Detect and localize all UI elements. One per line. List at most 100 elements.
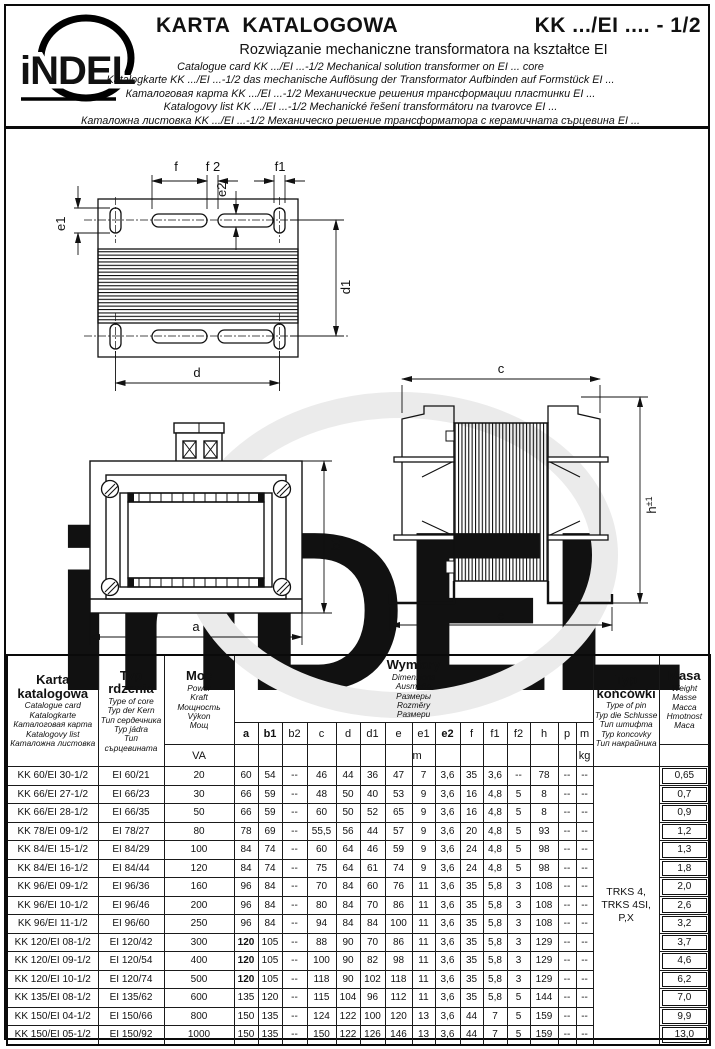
dim-col-a: a [233, 722, 259, 745]
dimension-cell: 94 [306, 914, 337, 934]
dimension-cell: 50 [335, 803, 361, 823]
mass-cell: 2,6 [658, 895, 711, 915]
dimension-cell: 55,5 [306, 821, 337, 841]
mass-value: 2,6 [661, 897, 708, 913]
power-cell: 80 [163, 821, 235, 841]
dimension-cell: 74 [257, 840, 283, 860]
dimension-cell: 159 [529, 1025, 559, 1045]
core-type-cell: EI 120/42 [97, 932, 165, 952]
dim-col-e1: e1 [411, 722, 436, 745]
text-line: Katalogovy list [26, 728, 80, 739]
dimension-cell: 84 [359, 914, 386, 934]
text-line: Power [187, 682, 211, 693]
text-line: Kraft [190, 692, 208, 703]
dimension-cell: 118 [306, 969, 337, 989]
dimension-cell: 3,6 [434, 1025, 461, 1045]
dimension-cell: 11 [411, 969, 436, 989]
catalog-number-cell: KK 150/EI 04-1/2 [6, 1006, 99, 1026]
mass-value: 4,6 [661, 953, 708, 969]
dimension-cell: -- [575, 895, 594, 915]
dim-col-d1: d1 [359, 722, 386, 745]
text-line: Catalogue card [24, 700, 81, 711]
dimension-cell: 3,6 [434, 1006, 461, 1026]
catalog-number-cell: KK 84/EI 15-1/2 [6, 840, 99, 860]
dimension-cell: 120 [233, 932, 259, 952]
dimension-cell: 5,8 [482, 877, 508, 897]
dimension-cell: 35 [459, 969, 484, 989]
dimension-cell: 84 [233, 858, 259, 878]
text-line: Каталоговая карта KK .../EI ...-1/2 Меха… [125, 87, 596, 100]
power-cell: 600 [163, 988, 235, 1008]
dimension-cell: 11 [411, 951, 436, 971]
dimension-cell: 5 [506, 1006, 531, 1026]
dimension-cell: 84 [335, 895, 361, 915]
dimension-cell: 5 [506, 840, 531, 860]
dimension-cell: 35 [459, 951, 484, 971]
dimension-cell: 74 [384, 858, 413, 878]
mass-cell: 3,7 [658, 932, 711, 952]
mass-value: 13,0 [661, 1027, 708, 1043]
catalog-number-cell: KK 66/EI 27-1/2 [6, 784, 99, 804]
dimension-cell: 86 [384, 895, 413, 915]
dimension-cell: -- [281, 858, 308, 878]
dimension-cell: -- [557, 766, 577, 786]
dimension-cell: 122 [335, 1006, 361, 1026]
text-line: Мощность [177, 701, 221, 712]
dimension-cell: 4,8 [482, 803, 508, 823]
dimension-cell: -- [557, 784, 577, 804]
dimension-cell: 126 [359, 1025, 386, 1045]
dimensions-unit: mm [413, 749, 425, 762]
mass-value: 3,2 [661, 916, 708, 932]
text-line: Weight [671, 682, 698, 693]
dimension-cell: 64 [335, 858, 361, 878]
power-cell: 120 [163, 858, 235, 878]
dimension-cell: 146 [384, 1025, 413, 1045]
dimension-cell: 8 [529, 803, 559, 823]
catalog-number-cell: KK 66/EI 28-1/2 [6, 803, 99, 823]
mass-cell: 4,6 [658, 951, 711, 971]
core-type-cell: EI 150/66 [97, 1006, 165, 1026]
dimension-cell: -- [557, 988, 577, 1008]
dimension-cell: 8 [529, 784, 559, 804]
dimension-cell: -- [281, 821, 308, 841]
dimension-cell: 96 [233, 877, 259, 897]
catalog-number-cell: KK 120/EI 10-1/2 [6, 969, 99, 989]
power-cell: 500 [163, 969, 235, 989]
mass-value: 1,3 [661, 842, 708, 858]
dimension-cell: 7 [411, 766, 436, 786]
dimension-cell: 118 [384, 969, 413, 989]
dimension-cell: 11 [411, 932, 436, 952]
dimension-cell: 84 [257, 877, 283, 897]
dimension-cell: -- [575, 988, 594, 1008]
power-cell: 400 [163, 951, 235, 971]
text-line: Dimensions [391, 671, 436, 682]
dimension-cell: 3,6 [434, 988, 461, 1008]
dimension-cell: 102 [359, 969, 386, 989]
subtitle-polish: Rozwiązanie mechaniczne transformatora n… [239, 42, 608, 58]
svg-text:iNDEL: iNDEL [20, 49, 136, 93]
mass-cell: 1,2 [658, 821, 711, 841]
mass-cell: 0,7 [658, 784, 711, 804]
core-type-cell: EI 84/29 [97, 840, 165, 860]
dimension-cell: -- [557, 1025, 577, 1045]
dimension-cell: 9 [411, 803, 436, 823]
dim-col-e2: e2 [434, 722, 461, 745]
dimension-cell: 4,8 [482, 784, 508, 804]
dim-label-d1: d1 [338, 280, 353, 294]
text-line: Каталожна листовка KK .../EI ...-1/2 Мех… [80, 114, 641, 127]
dimension-cell: 16 [459, 784, 484, 804]
dim-label-a: a [192, 619, 200, 634]
dimension-cell: 9 [411, 821, 436, 841]
dimension-cell: 44 [335, 766, 361, 786]
dim-col-m: m [575, 722, 594, 745]
text-line: Katalogkarte [29, 709, 77, 720]
dimension-cell: 7 [482, 1025, 508, 1045]
text-line: Type of core [108, 695, 154, 706]
dimension-cell: 44 [459, 1025, 484, 1045]
dim-col-b1: b1 [257, 722, 283, 745]
